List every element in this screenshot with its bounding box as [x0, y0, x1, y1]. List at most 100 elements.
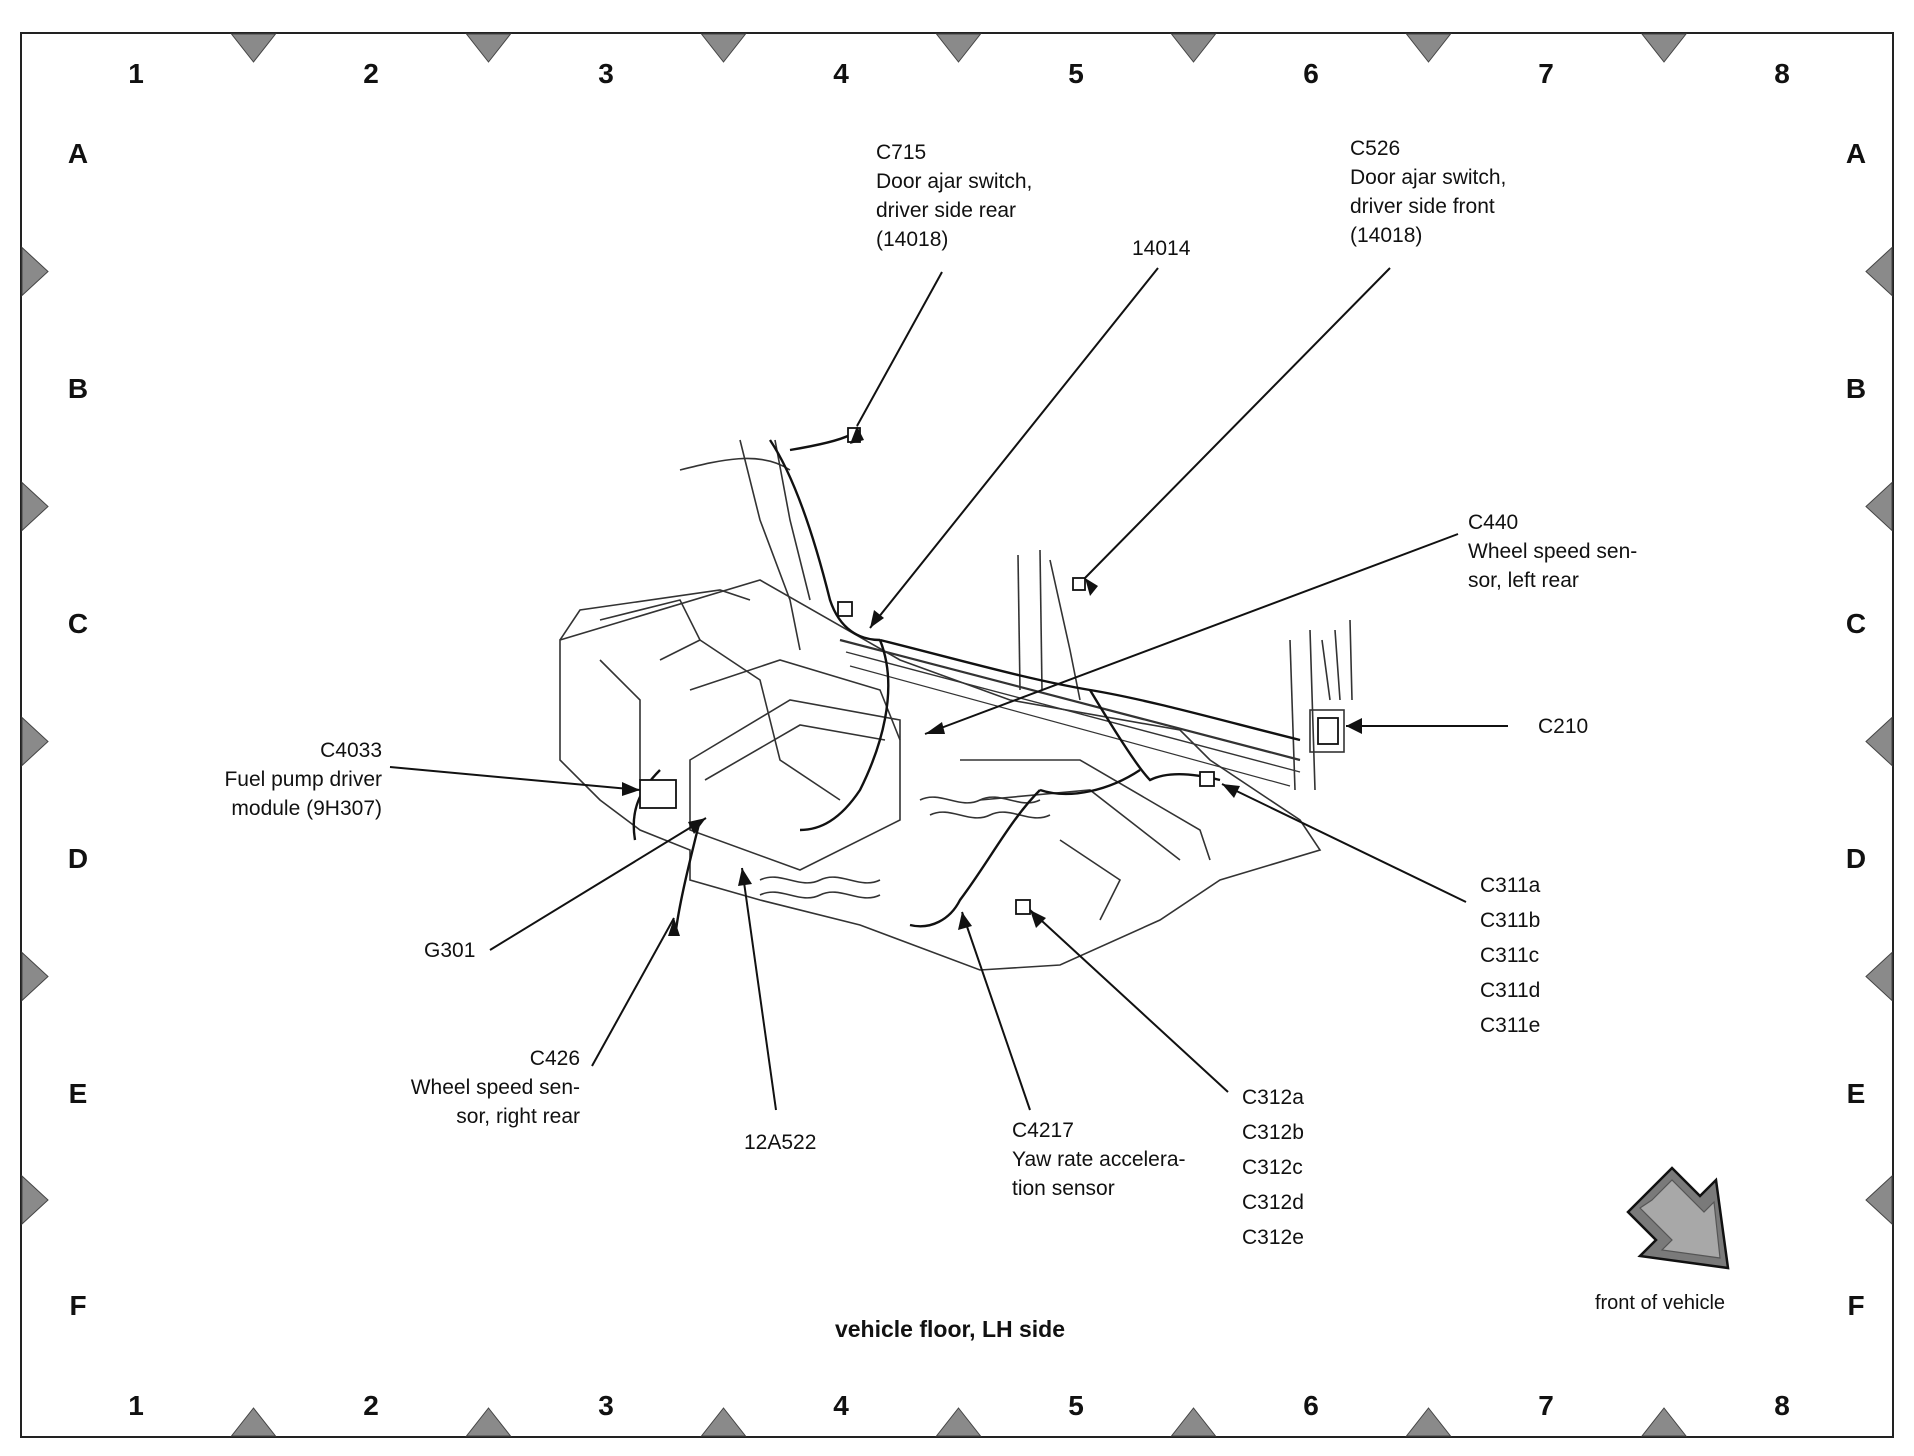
callout-code: C311e: [1480, 1014, 1541, 1037]
grid-marker-left: [21, 1174, 49, 1226]
callout-code: C312e: [1242, 1226, 1304, 1249]
front-of-vehicle-arrow-icon: [1626, 1166, 1730, 1270]
grid-marker-top: [700, 33, 747, 63]
connectors: [639, 427, 1339, 915]
grid-marker-top: [935, 33, 982, 63]
callout-desc-line: sor, left rear: [1468, 569, 1579, 592]
callout-code: 14014: [1132, 237, 1191, 260]
callout-desc-line: Yaw rate accelera-: [1012, 1148, 1186, 1171]
callout-code: C426: [529, 1047, 580, 1070]
callout-code: C210: [1538, 715, 1589, 738]
diagram-title: vehicle floor, LH side: [834, 1316, 1066, 1342]
callout-12a522: 12A522: [744, 1128, 816, 1157]
row-label-e: E: [68, 1078, 88, 1109]
grid-marker-left: [21, 951, 49, 1002]
callout-code: C526: [1350, 137, 1401, 160]
column-label-2: 2: [363, 1390, 379, 1421]
callout-desc-line: tion sensor: [1012, 1177, 1115, 1200]
callout-desc-line: (14018): [876, 228, 949, 251]
grid-marker-top: [465, 33, 512, 63]
callout-c426: C426 Wheel speed sen- sor, right rear: [340, 1044, 580, 1131]
callout-desc-line: sor, right rear: [456, 1105, 580, 1128]
row-label-f: F: [1847, 1290, 1865, 1321]
grid-marker-left: [21, 481, 49, 532]
callout-code: C715: [876, 141, 927, 164]
grid-marker-left: [21, 716, 49, 767]
row-label-b: B: [67, 373, 89, 404]
grid-marker-top: [1405, 33, 1452, 63]
column-label-7: 7: [1538, 1390, 1554, 1421]
grid-marker-right: [1865, 1174, 1893, 1226]
callout-desc-line: (14018): [1350, 224, 1423, 247]
grid-marker-top: [230, 33, 277, 63]
callout-c526: C526 Door ajar switch, driver side front…: [1350, 134, 1506, 250]
callout-code: C311a: [1480, 874, 1541, 897]
callout-c715: C715 Door ajar switch, driver side rear …: [876, 138, 1032, 254]
callout-desc-line: module (9H307): [231, 797, 382, 820]
row-label-a: A: [67, 138, 89, 169]
column-label-1: 1: [128, 58, 144, 89]
leader-arrowheads: [622, 426, 1362, 936]
column-label-6: 6: [1303, 58, 1319, 89]
callout-code: C440: [1468, 511, 1519, 534]
row-label-c: C: [1845, 608, 1867, 639]
column-label-7: 7: [1538, 58, 1554, 89]
grid-marker-bottom: [935, 1407, 982, 1437]
column-label-4: 4: [833, 1390, 849, 1421]
callout-desc-line: driver side front: [1350, 195, 1495, 218]
callout-code: G301: [424, 939, 476, 962]
callout-desc-line: Door ajar switch,: [1350, 166, 1507, 189]
diagram-frame: [20, 32, 1894, 1438]
callout-c312: C312a C312b C312c C312d C312e: [1242, 1080, 1304, 1255]
grid-marker-bottom: [230, 1407, 277, 1437]
callout-code: 12A522: [744, 1131, 817, 1154]
row-label-f: F: [69, 1290, 87, 1321]
column-label-3: 3: [598, 58, 614, 89]
row-label-b: B: [1845, 373, 1867, 404]
callout-code: C312c: [1242, 1156, 1303, 1179]
row-label-d: D: [67, 843, 89, 874]
callout-code: C312d: [1242, 1191, 1304, 1214]
grid-marker-right: [1865, 481, 1893, 532]
callout-code: C312b: [1242, 1121, 1304, 1144]
callout-desc-line: Fuel pump driver: [224, 768, 382, 791]
leader-lines: [389, 267, 1508, 1111]
column-label-5: 5: [1068, 58, 1084, 89]
callout-code: C312a: [1242, 1086, 1304, 1109]
column-label-2: 2: [363, 58, 379, 89]
callout-g301: G301: [424, 936, 475, 965]
callout-code: C4033: [320, 739, 382, 762]
column-label-8: 8: [1774, 1390, 1790, 1421]
column-label-1: 1: [128, 1390, 144, 1421]
callout-code: C4217: [1012, 1119, 1074, 1142]
front-of-vehicle-label: front of vehicle: [1594, 1292, 1726, 1314]
grid-marker-top: [1170, 33, 1217, 63]
wiring-harness: [632, 433, 1301, 931]
callout-c4033: C4033 Fuel pump driver module (9H307): [160, 736, 382, 823]
callout-c210: C210: [1538, 712, 1588, 741]
callout-code: C311d: [1480, 979, 1541, 1002]
row-label-a: A: [1845, 138, 1867, 169]
grid-marker-bottom: [465, 1407, 512, 1437]
callout-c311: C311a C311b C311c C311d C311e: [1480, 868, 1540, 1043]
grid-markers: [21, 33, 1893, 1437]
column-label-6: 6: [1303, 1390, 1319, 1421]
callout-desc-line: driver side rear: [876, 199, 1017, 222]
column-label-5: 5: [1068, 1390, 1084, 1421]
grid-marker-right: [1865, 716, 1893, 767]
callout-c4217: C4217 Yaw rate accelera- tion sensor: [1012, 1116, 1186, 1203]
callout-c440: C440 Wheel speed sen- sor, left rear: [1468, 508, 1637, 595]
callout-code: C311b: [1480, 909, 1541, 932]
column-label-4: 4: [833, 58, 849, 89]
grid-marker-bottom: [700, 1407, 747, 1437]
row-label-d: D: [1845, 843, 1867, 874]
grid-marker-bottom: [1405, 1407, 1452, 1437]
grid-marker-bottom: [1170, 1407, 1217, 1437]
vehicle-floor-drawing: [559, 439, 1353, 971]
row-label-e: E: [1846, 1078, 1866, 1109]
callout-code: C311c: [1480, 944, 1540, 967]
column-label-3: 3: [598, 1390, 614, 1421]
callout-desc-line: Wheel speed sen-: [410, 1076, 580, 1099]
grid-marker-top: [1640, 33, 1688, 63]
grid-marker-left: [21, 246, 49, 297]
